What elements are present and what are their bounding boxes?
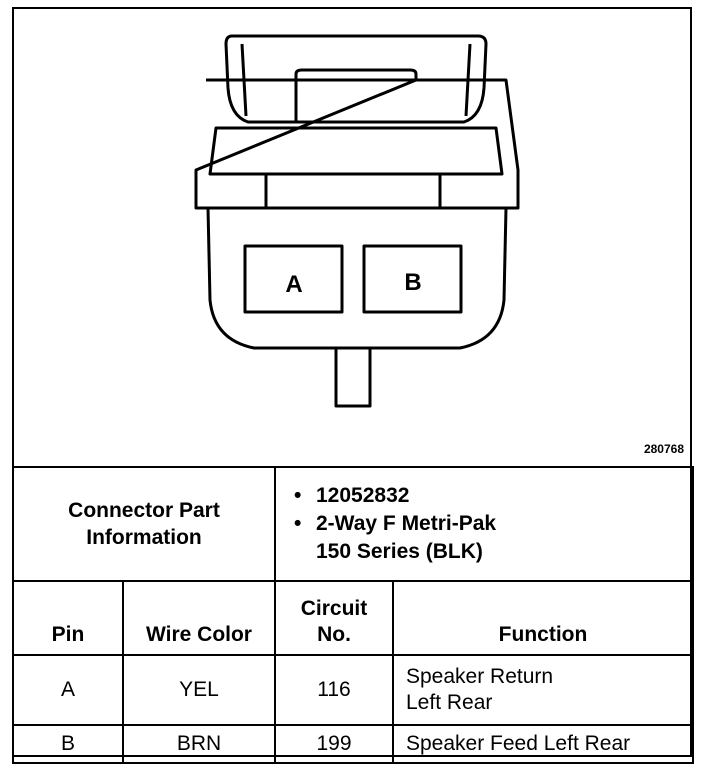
header-wire-color: Wire Color — [122, 580, 276, 656]
part-number-item: 12052832 — [294, 482, 692, 510]
row-a-circuit: 116 — [274, 654, 394, 726]
row-a-wire-color: YEL — [122, 654, 276, 726]
header-function: Function — [391, 580, 695, 656]
latch-notch — [294, 68, 418, 82]
header-pin: Pin — [12, 580, 124, 656]
header-circuit-line2: No. — [317, 623, 351, 646]
row-a-function-line1: Speaker Return — [406, 665, 554, 688]
part-number: 12052832 — [316, 484, 410, 507]
connector-info-table: Connector Part Information 12052832 2-Wa… — [12, 466, 695, 764]
part-info-row: Connector Part Information 12052832 2-Wa… — [12, 466, 695, 582]
connector-type-line1: 2-Way F Metri-Pak — [316, 512, 497, 535]
figure-id: 280768 — [643, 442, 684, 456]
row-b-wire-color: BRN — [122, 724, 276, 764]
cavity-label-a: A — [285, 271, 302, 298]
header-row: Pin Wire Color Circuit No. Function — [12, 580, 695, 656]
connector-shoulders — [194, 78, 520, 210]
part-info-list: 12052832 2-Way F Metri-Pak 150 Series (B… — [273, 466, 695, 582]
row-b-pin: B — [12, 724, 124, 764]
part-info-label-line1: Connector Part — [68, 499, 220, 522]
part-info-label-line2: Information — [86, 526, 202, 549]
shoulder-inner — [208, 126, 504, 176]
connector-body — [206, 206, 508, 350]
row-a-function: Speaker Return Left Rear — [391, 654, 695, 726]
cavity-a — [243, 244, 344, 314]
connector-latch — [224, 34, 488, 124]
row-a-function-line2: Left Rear — [406, 691, 493, 714]
row-b-function: Speaker Feed Left Rear — [391, 724, 695, 764]
cavity-b — [362, 244, 463, 314]
wire-lead — [334, 348, 372, 408]
header-circuit: Circuit No. — [274, 580, 394, 656]
connector-type-line2: 150 Series (BLK) — [316, 540, 483, 563]
header-circuit-line1: Circuit — [300, 597, 368, 620]
cavity-label-b: B — [404, 269, 421, 296]
part-info-label: Connector Part Information — [12, 466, 276, 582]
connector-type-item: 2-Way F Metri-Pak 150 Series (BLK) — [294, 510, 692, 566]
table-row: A YEL 116 Speaker Return Left Rear — [12, 654, 695, 726]
row-b-circuit: 199 — [274, 724, 394, 764]
row-a-pin: A — [12, 654, 124, 726]
table-row: B BRN 199 Speaker Feed Left Rear — [12, 724, 695, 764]
